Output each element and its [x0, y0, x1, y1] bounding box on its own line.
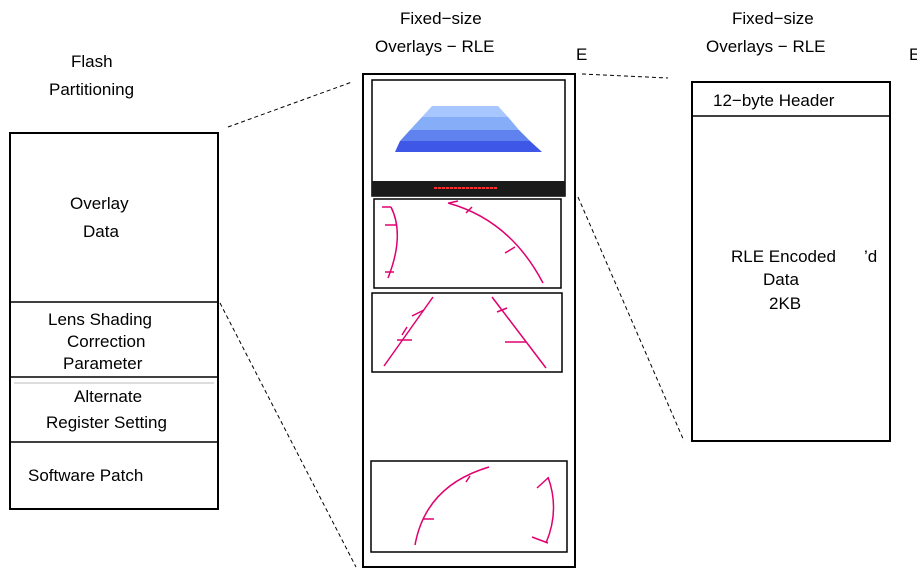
rle-stray-letter: E: [909, 45, 917, 64]
guide-lines-2: [382, 200, 544, 284]
overlay-frame-3: [371, 292, 563, 373]
overlays-title-line1: Fixed−size: [400, 9, 482, 28]
rle-title-line2: Overlays − RLE: [706, 37, 826, 56]
rle-overlay-box: [691, 81, 891, 442]
software-patch-label: Software Patch: [28, 466, 143, 485]
overlay-frame-2: [373, 198, 562, 289]
rle-body-line2: Data: [763, 270, 799, 289]
lens-shading-line3: Parameter: [63, 354, 143, 373]
flash-partition-box: [9, 132, 219, 510]
alternate-register-line2: Register Setting: [46, 413, 167, 432]
connector-top-left: [227, 81, 353, 128]
overlay-data-line2: Data: [83, 222, 119, 241]
rle-stray-fragment: ’d: [864, 247, 877, 266]
connector-top-right: [581, 73, 669, 79]
rle-title-line1: Fixed−size: [732, 9, 814, 28]
guide-lines-4: [414, 466, 555, 546]
overlays-container: [362, 73, 576, 568]
rle-body-line1: RLE Encoded: [731, 247, 836, 266]
lens-shading-line2: Correction: [67, 332, 145, 351]
alternate-register-line1: Alternate: [74, 387, 142, 406]
rle-header-label: 12−byte Header: [713, 91, 835, 110]
guide-lines-3: [383, 296, 547, 369]
pyramid-image: [395, 106, 542, 152]
overlays-stray-letter: E: [576, 45, 587, 64]
overlays-title-line2: Overlays − RLE: [375, 37, 495, 56]
rle-body-line3: 2KB: [769, 294, 801, 313]
flash-title-line2: Partitioning: [49, 80, 134, 99]
connector-bottom-right: [577, 196, 685, 442]
flash-title-line1: Flash: [71, 52, 113, 71]
lens-shading-line1: Lens Shading: [48, 310, 152, 329]
connector-bottom-left: [219, 302, 357, 568]
overlay-data-line1: Overlay: [70, 194, 129, 213]
